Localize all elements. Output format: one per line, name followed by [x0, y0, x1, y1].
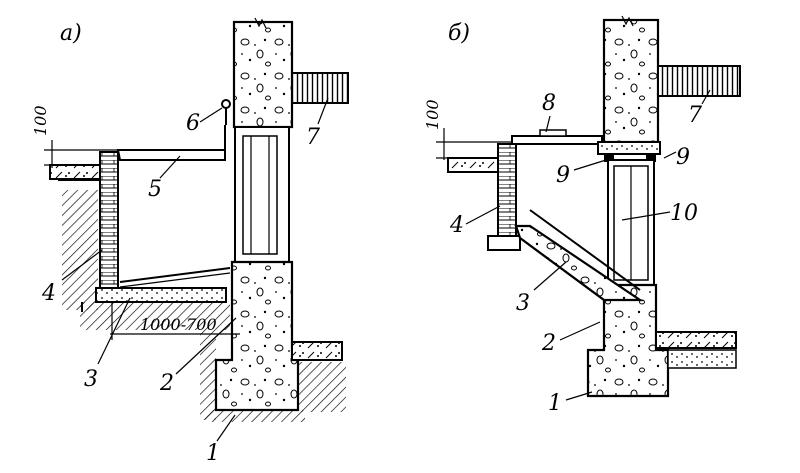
leader-a-2 — [175, 317, 237, 375]
wall-break-b — [621, 15, 634, 27]
section-b-label: б) — [448, 21, 470, 46]
leader-b-3 — [533, 261, 567, 291]
leader-a-7 — [317, 97, 329, 125]
section-b: б) 100 — [423, 15, 741, 416]
foundation-wall-b — [586, 283, 670, 398]
sloped-slab-3 — [514, 224, 644, 302]
callout-b-10: 10 — [670, 201, 698, 226]
pit-floor-slope-inner — [119, 272, 231, 288]
floor-base-b — [667, 349, 737, 369]
callout-b-7: 7 — [688, 103, 702, 128]
brick-wall-4b — [497, 143, 517, 237]
leader-a-1 — [216, 414, 236, 442]
lintel-9 — [597, 141, 661, 155]
soil-left — [62, 190, 98, 310]
slope-line-top — [529, 209, 641, 291]
floor-joist-7a — [291, 72, 349, 104]
dim-100-b: 100 — [423, 99, 442, 130]
callout-b-1: 1 — [548, 391, 562, 416]
leader-b-2 — [559, 321, 601, 341]
pit-floor-slope — [119, 267, 231, 283]
leader-a-6 — [199, 107, 223, 123]
section-a: а) — [31, 17, 349, 466]
soil-right-a — [298, 362, 346, 412]
leader-b-10 — [621, 211, 671, 221]
handle-knob-6 — [221, 99, 231, 109]
leader-b-8 — [545, 115, 551, 133]
pit-cover-8 — [511, 135, 603, 145]
brick-base-b — [487, 235, 521, 251]
leader-b-9b — [663, 151, 677, 159]
callout-a-6: 6 — [186, 111, 200, 136]
leader-b-9a — [573, 159, 607, 171]
callout-b-9b: 9 — [676, 145, 690, 170]
wall-upper-b — [602, 18, 660, 144]
dim-width-a: 1000-700 — [140, 315, 217, 334]
ground-surface-b — [447, 157, 501, 173]
callout-a-3: 3 — [84, 367, 98, 392]
callout-a-5: 5 — [148, 177, 162, 202]
ground-surface-a — [49, 164, 101, 180]
wall-upper-a — [232, 20, 294, 129]
leader-a-3 — [97, 297, 131, 365]
callout-a-4: 4 — [41, 281, 56, 306]
callout-b-2: 2 — [541, 331, 556, 356]
callout-b-9a: 9 — [556, 163, 570, 188]
callout-a-2: 2 — [159, 371, 174, 396]
soil-foot-left — [200, 330, 216, 420]
floor-slab-b — [655, 331, 737, 349]
cover-handle-8 — [539, 129, 567, 137]
callout-a-1: 1 — [206, 441, 220, 466]
callout-b-3: 3 — [516, 291, 530, 316]
dim-100-a: 100 — [31, 105, 50, 136]
base-slab-3 — [95, 287, 227, 303]
floor-slab-a — [291, 341, 343, 361]
lintel-support-right — [646, 154, 656, 162]
section-a-label: а) — [60, 21, 82, 46]
leader-b-4 — [465, 205, 501, 225]
floor-joist-7b — [657, 65, 741, 97]
callout-b-4: 4 — [449, 213, 464, 238]
leader-b-7 — [701, 89, 711, 105]
leader-a-4 — [61, 249, 103, 281]
callout-b-8: 8 — [542, 91, 556, 116]
window-sash-a — [242, 135, 278, 255]
lintel-support-left — [604, 154, 614, 162]
leader-a-5 — [159, 155, 181, 179]
grating-5 — [116, 149, 226, 161]
brick-wall-4 — [99, 151, 119, 293]
soil-foot-bottom — [205, 410, 305, 422]
soil-under-slab — [80, 302, 230, 330]
callout-a-7: 7 — [306, 125, 320, 150]
wall-break-a — [254, 17, 267, 29]
slope-line-bottom — [519, 237, 605, 301]
leader-b-1 — [565, 391, 593, 401]
foundation-wall-a — [214, 260, 300, 412]
